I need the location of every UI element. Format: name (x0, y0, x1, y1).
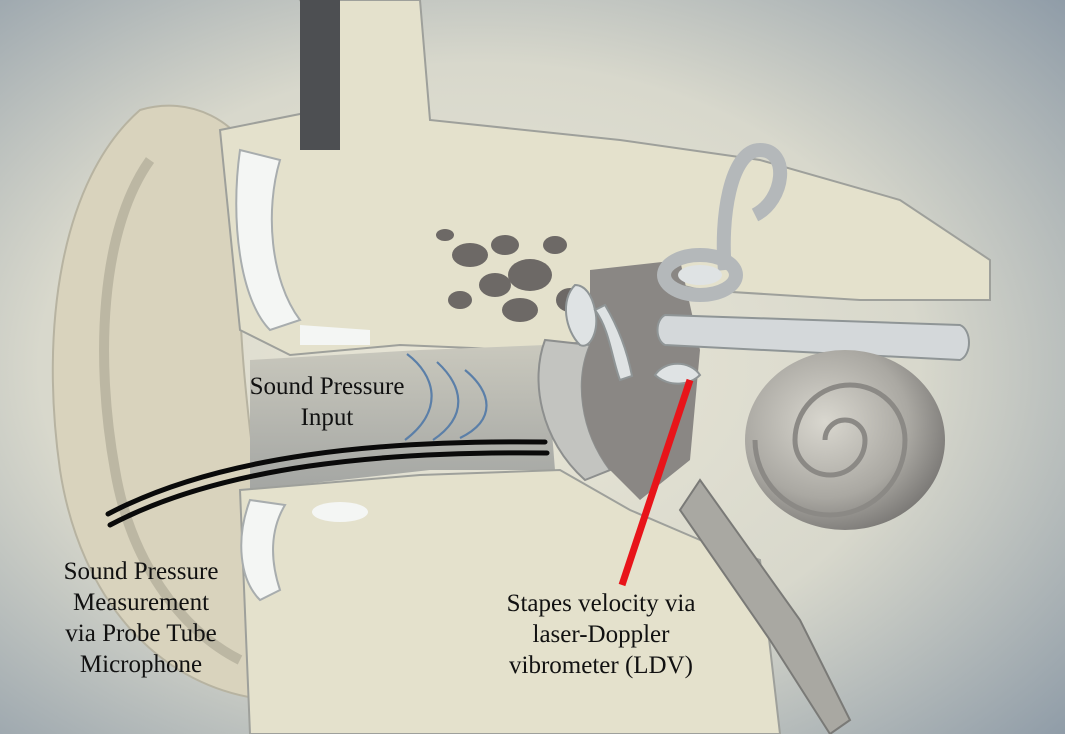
skull-groove (300, 0, 340, 150)
label-line: vibrometer (LDV) (470, 650, 732, 681)
label-line: via Probe Tube (30, 618, 252, 649)
label-line: Measurement (30, 587, 252, 618)
cartilage-lower-b (312, 502, 368, 522)
label-sound-pressure-measurement: Sound Pressure Measurement via Probe Tub… (30, 556, 252, 680)
label-sound-pressure-input: Sound Pressure Input (222, 371, 432, 433)
label-line: Microphone (30, 649, 252, 680)
vestibule (678, 265, 722, 285)
cochlea (745, 350, 945, 530)
label-line: laser-Doppler (470, 619, 732, 650)
label-line: Stapes velocity via (470, 588, 732, 619)
label-line: Input (222, 402, 432, 433)
label-line: Sound Pressure (222, 371, 432, 402)
label-line: Sound Pressure (30, 556, 252, 587)
label-stapes-velocity: Stapes velocity via laser-Doppler vibrom… (470, 588, 732, 681)
